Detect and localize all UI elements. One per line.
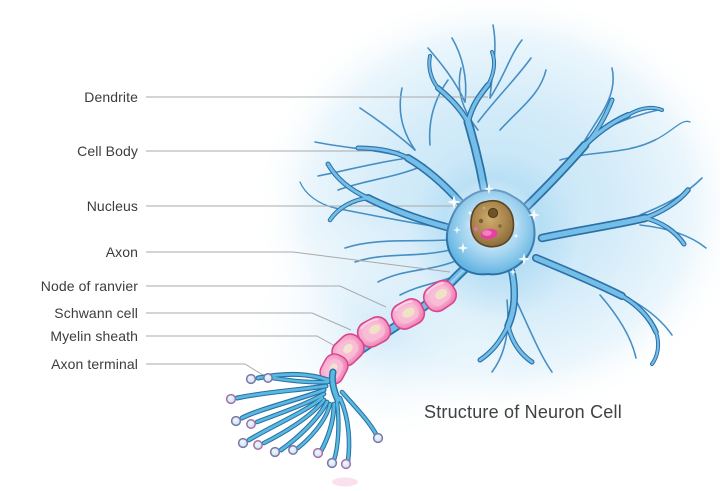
schwann-cell-capsule — [390, 298, 426, 330]
dendrite-filaments — [299, 24, 707, 373]
label-nucleus: Nucleus — [86, 198, 138, 214]
label-myelin-sheath: Myelin sheath — [50, 328, 138, 344]
label-schwann-cell: Schwann cell — [54, 305, 138, 321]
schwann-cell-capsule — [422, 279, 458, 313]
leader-line-axon — [146, 251, 451, 273]
diagram-title: Structure of Neuron Cell — [424, 402, 622, 422]
nucleolus — [487, 207, 499, 219]
sparkles — [447, 183, 540, 276]
leader-line-schwann-cell — [146, 312, 352, 331]
leader-line-node-of-ranvier — [146, 285, 387, 308]
axon-terminal-illustration — [225, 368, 384, 487]
label-node-of-ranvier: Node of ranvier — [40, 278, 138, 294]
label-axon: Axon — [105, 244, 138, 260]
terminal-bulbs — [225, 373, 384, 470]
leader-line-axon-terminal — [146, 363, 267, 378]
label-cell-body: Cell Body — [77, 143, 138, 159]
schwann-cell-capsule — [356, 316, 392, 348]
label-axon-terminal: Axon terminal — [51, 356, 138, 372]
nucleus-illustration — [470, 199, 515, 248]
label-dendrite: Dendrite — [84, 89, 138, 105]
cell-body-illustration — [444, 178, 540, 276]
